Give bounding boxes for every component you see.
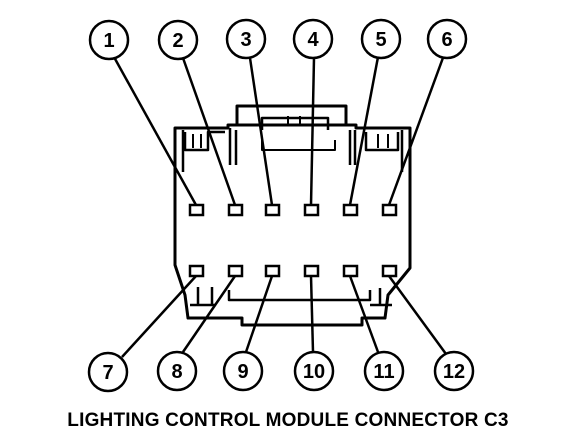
callout-11 <box>363 350 405 392</box>
terminal-10 <box>303 264 320 278</box>
diagram-caption: LIGHTING CONTROL MODULE CONNECTOR C3 <box>67 410 509 431</box>
pin-label-1: 1 <box>103 30 114 52</box>
pin-label-2: 2 <box>172 30 183 52</box>
connector-body <box>173 172 412 327</box>
connector-latch <box>235 104 348 125</box>
pin-label-10: 10 <box>303 361 325 383</box>
terminal-8 <box>227 264 244 278</box>
terminal-2 <box>227 203 244 217</box>
terminal-6 <box>381 203 398 217</box>
terminal-4 <box>303 203 320 217</box>
terminal-3 <box>264 203 281 217</box>
pin-label-9: 9 <box>237 361 248 383</box>
connector-top-ledge <box>173 123 412 172</box>
bottom-terminal-row <box>188 264 398 278</box>
callout-5 <box>360 18 402 60</box>
callout-8 <box>156 350 198 392</box>
callout-3 <box>225 18 267 60</box>
pin-label-12: 12 <box>443 361 465 383</box>
terminal-7 <box>188 264 205 278</box>
callout-2 <box>157 19 199 61</box>
pin-label-8: 8 <box>171 361 182 383</box>
pin-label-7: 7 <box>102 362 113 384</box>
top-terminal-row <box>188 203 398 217</box>
callout-4 <box>292 18 334 60</box>
callout-9 <box>222 350 264 392</box>
pin-label-4: 4 <box>307 29 319 51</box>
terminal-5 <box>342 203 359 217</box>
callout-12 <box>433 350 475 392</box>
terminal-9 <box>264 264 281 278</box>
callout-10 <box>293 350 335 392</box>
terminal-11 <box>342 264 359 278</box>
leader-lines <box>112 54 448 358</box>
callout-7 <box>87 351 129 393</box>
terminal-12 <box>381 264 398 278</box>
pin-label-6: 6 <box>441 29 452 51</box>
pin-label-5: 5 <box>375 29 386 51</box>
callout-1 <box>88 19 130 61</box>
pin-label-11: 11 <box>373 361 394 383</box>
callout-6 <box>426 18 468 60</box>
pin-label-3: 3 <box>240 29 251 51</box>
terminal-1 <box>188 203 205 217</box>
